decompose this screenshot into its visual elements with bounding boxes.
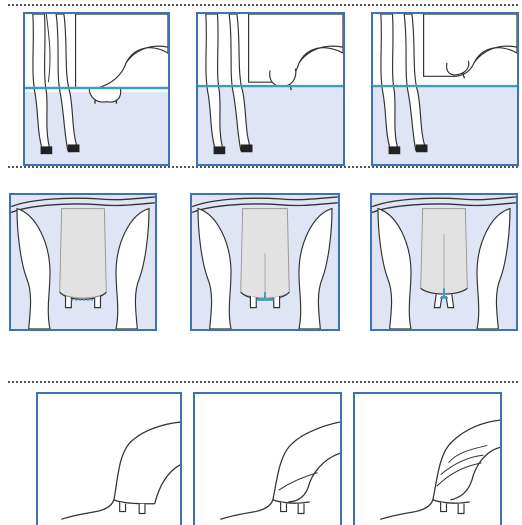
- panel-teat-placement-3: [370, 193, 518, 331]
- cow-side-illustration-2: [198, 14, 343, 164]
- udder-attachment-illustration-2: [195, 394, 340, 525]
- panel-udder-attachment-2: [193, 392, 342, 525]
- cow-rear-illustration-2: [192, 195, 338, 329]
- panel-udder-depth-3: [371, 12, 519, 166]
- panel-udder-depth-1: [23, 12, 170, 166]
- udder-attachment-illustration-3: [355, 394, 500, 525]
- cow-side-illustration-1: [25, 14, 168, 164]
- udder-attachment-illustration-1: [38, 394, 180, 525]
- cow-side-illustration-3: [373, 14, 517, 164]
- panel-teat-placement-2: [190, 193, 340, 331]
- row-divider-top: [8, 4, 518, 6]
- panel-teat-placement-1: [9, 193, 157, 331]
- row-divider-middle: [8, 166, 518, 168]
- panel-udder-attachment-3: [353, 392, 502, 525]
- cow-rear-illustration-3: [372, 195, 516, 329]
- panel-udder-attachment-1: [36, 392, 182, 525]
- panel-udder-depth-2: [196, 12, 345, 166]
- row-divider-bottom: [8, 381, 518, 383]
- cow-rear-illustration-1: [11, 195, 155, 329]
